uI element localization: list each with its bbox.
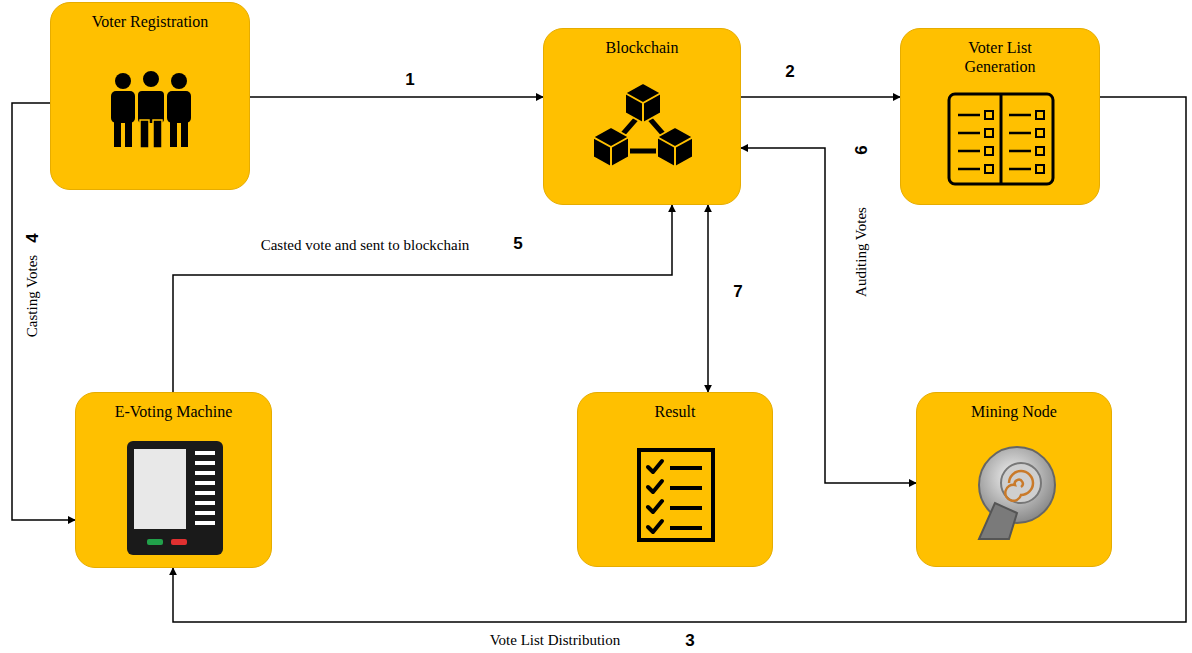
mining-node-icon — [965, 443, 1065, 543]
voting-machine-icon — [125, 439, 225, 557]
edge-label: Casting Votes — [24, 253, 41, 339]
callout-number: 4 — [23, 231, 43, 244]
people-icon — [103, 69, 199, 149]
voter-list-icon — [946, 91, 1056, 187]
node-title: Blockchain — [552, 38, 732, 57]
checklist-icon — [636, 447, 716, 543]
blockchain-box: Blockchain — [543, 28, 741, 205]
voter-list-box: Voter List Generation — [900, 28, 1100, 205]
node-title: E-Voting Machine — [84, 402, 264, 421]
flow-arrow — [250, 96, 543, 98]
flow-arrow — [707, 205, 709, 392]
voting-machine-box: E-Voting Machine — [75, 392, 272, 568]
callout-number: 2 — [783, 62, 796, 82]
blockchain-icon — [593, 81, 693, 171]
flow-arrow — [741, 96, 900, 98]
callout-number: 1 — [403, 70, 416, 90]
edge-label: Vote List Distribution — [488, 632, 623, 649]
edge-label: Auditing Votes — [853, 205, 870, 299]
flow-arrow — [173, 205, 672, 392]
callout-number: 3 — [683, 631, 696, 651]
edge-label: Casted vote and sent to blockchain — [259, 237, 472, 254]
node-title: Result — [585, 402, 765, 421]
node-title: Voter Registration — [60, 12, 240, 31]
node-title: Voter List Generation — [945, 38, 1055, 76]
registration-box: Voter Registration — [50, 2, 250, 190]
callout-number: 5 — [511, 234, 524, 254]
result-box: Result — [577, 392, 773, 567]
callout-number: 7 — [731, 282, 744, 302]
mining-node-box: Mining Node — [916, 392, 1112, 567]
callout-number: 6 — [852, 143, 872, 156]
node-title: Mining Node — [924, 402, 1104, 421]
